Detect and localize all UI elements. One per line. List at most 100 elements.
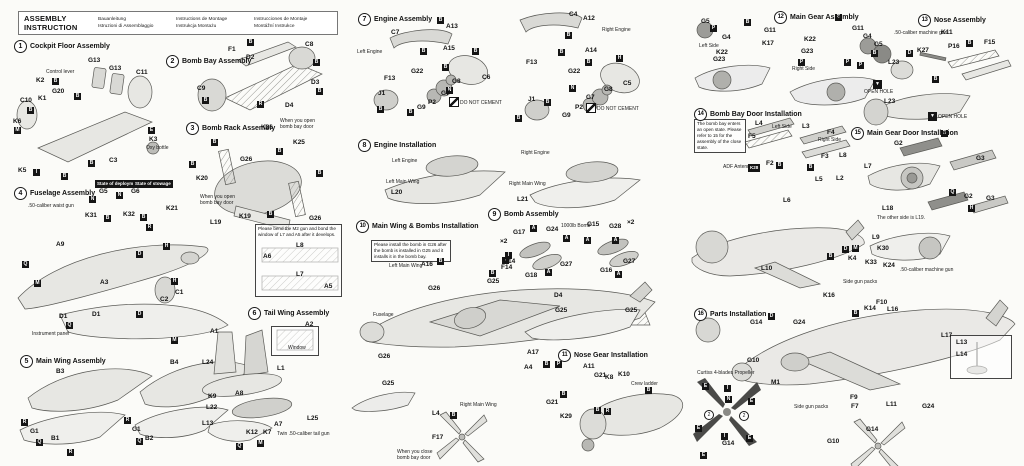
do-not-cement-icon (449, 97, 459, 107)
paint-mark: B (420, 48, 427, 55)
paint-mark: B (276, 148, 283, 155)
part-label: A11 (583, 363, 595, 370)
step-title: Tail Wing Assembly (264, 310, 330, 317)
part-label: F9 (850, 394, 858, 401)
paint-mark: B (966, 40, 973, 47)
paint-mark: B (189, 161, 196, 168)
paint-mark: B (267, 211, 274, 218)
note-text: The other side is L19. (877, 215, 926, 221)
paint-mark: B (543, 361, 550, 368)
inset-box-text: Please bend the M2 gun and bond the wind… (258, 226, 336, 237)
part-label: A14 (585, 47, 597, 54)
part-label: C11 (136, 69, 148, 76)
part-label: G8 (604, 86, 613, 93)
part-label: G14 (722, 440, 735, 447)
part-label: A13 (446, 23, 458, 30)
sheet-title: ASSEMBLY INSTRUCTION (24, 14, 78, 32)
paint-mark: B (313, 59, 320, 66)
paint-mark: D (768, 313, 775, 320)
paint-mark: R (257, 101, 264, 108)
paint-mark: H (968, 205, 975, 212)
part-label: F14 (501, 264, 513, 271)
label-bar: K28 (748, 164, 761, 172)
part-label: L16 (887, 306, 899, 313)
paint-mark: B (450, 412, 457, 419)
paint-mark: R (124, 417, 131, 424)
part-label: A6 (263, 253, 272, 260)
part-label: L24 (202, 359, 214, 366)
note-text: Right Engine (521, 150, 550, 156)
part-label: G1 (132, 426, 141, 433)
step-number: 12 (774, 11, 787, 24)
note-text: OPEN HOLE (864, 89, 894, 95)
label-bar: State of deployment (95, 180, 143, 188)
part-label: F2 (766, 160, 774, 167)
part-label: G11 (852, 25, 864, 32)
paint-mark: R (146, 224, 153, 231)
paint-mark: B (104, 215, 111, 222)
part-label: D1 (59, 313, 68, 320)
part-label: A17 (527, 349, 539, 356)
part-label: K30 (877, 245, 889, 252)
part-label: L14 (956, 351, 968, 358)
paint-mark: B (52, 78, 59, 85)
part-label: C7 (391, 29, 400, 36)
part-label: K8 (605, 374, 614, 381)
part-label: F1 (228, 46, 236, 53)
part-label: L17 (941, 332, 953, 339)
paint-mark: B (852, 310, 859, 317)
part-label: K22 (804, 36, 816, 43)
step-number: 15 (851, 127, 864, 140)
part-label: L21 (517, 196, 529, 203)
part-label: K19 (239, 213, 251, 220)
part-label: G25 (625, 307, 638, 314)
paint-mark: B (316, 170, 323, 177)
header-translations-col2: Instructions de Montage Instrukcja Monta… (176, 16, 228, 29)
paint-mark: A (584, 237, 591, 244)
part-label: G6 (131, 188, 140, 195)
paint-mark: B (74, 93, 81, 100)
paint-mark: B (377, 106, 384, 113)
paint-mark: B (776, 162, 783, 169)
inset-box: The bomb bay enters an open state. Pleas… (694, 119, 746, 153)
part-label: G24 (546, 226, 559, 233)
part-label: G25 (487, 278, 500, 285)
note-text: When you close bomb bay door (397, 449, 433, 461)
part-label: F14 (504, 258, 516, 265)
part-label: K25 (293, 139, 305, 146)
step-title: Fuselage Assembly (30, 190, 96, 197)
step-title: Bomb Bay Door Installation (710, 111, 802, 118)
quantity-circle: 2 (704, 410, 714, 420)
paint-mark: P (555, 361, 562, 368)
part-label: L4 (755, 120, 763, 127)
paint-mark: B (645, 387, 652, 394)
note-text: Side gun packs (843, 279, 878, 285)
part-label: F7 (851, 403, 859, 410)
part-label: ×2 (500, 238, 508, 245)
note-text: Twin .50-caliber tail gun (277, 431, 330, 437)
part-label: G13 (109, 65, 122, 72)
do-not-cement-icon (586, 103, 596, 113)
part-label: F17 (432, 434, 444, 441)
step-title: Main Gear Assembly (790, 14, 859, 21)
quantity-circle: 2 (739, 411, 749, 421)
paint-mark: Q (36, 439, 43, 446)
part-label: F3 (821, 153, 829, 160)
paint-mark: Q (949, 189, 956, 196)
paint-mark: E (148, 127, 155, 134)
note-text: OPEN HOLE (938, 114, 968, 120)
paint-mark: B (407, 109, 414, 116)
part-label: K7 (263, 429, 272, 436)
step-number: 11 (558, 349, 571, 362)
paint-mark: B (558, 49, 565, 56)
note-text: Right Engine (602, 27, 631, 33)
part-label: G5 (99, 188, 108, 195)
paint-mark: P (710, 25, 717, 32)
part-label: K2 (36, 77, 45, 84)
part-label: K26 (261, 124, 273, 131)
note-text: Left Engine (357, 49, 383, 55)
